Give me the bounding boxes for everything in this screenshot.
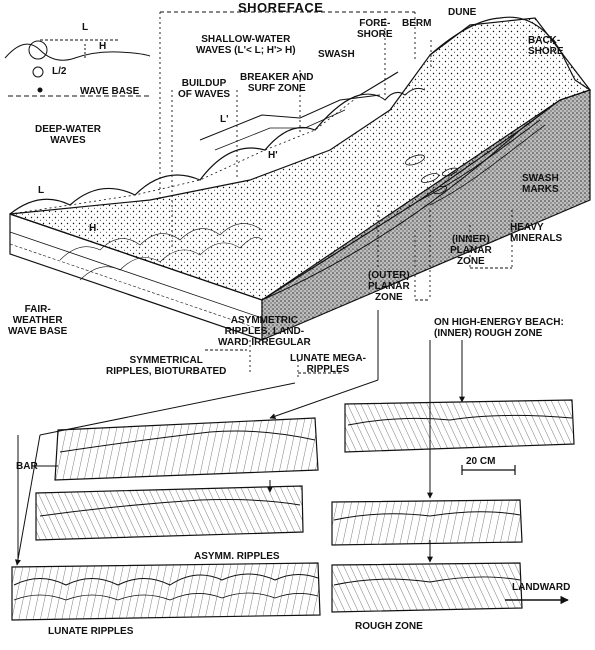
label-wave-base: WAVE BASE <box>80 86 140 97</box>
label-high-energy-beach: ON HIGH-ENERGY BEACH: (INNER) ROUGH ZONE <box>434 317 564 339</box>
label-asymm-ripples: ASYMM. RIPPLES <box>194 551 280 562</box>
label-buildup-of-waves: BUILDUP OF WAVES <box>178 78 231 100</box>
label-landward: LANDWARD <box>512 582 571 593</box>
label-lunate-ripples: LUNATE RIPPLES <box>48 626 134 637</box>
section-panel-rough-zone-3 <box>331 562 523 613</box>
label-heavy-minerals: HEAVY MINERALS <box>510 222 563 244</box>
label-lunate-megaripples: LUNATE MEGA- RIPPLES <box>290 353 366 375</box>
label-outer-planar-zone: (OUTER) PLANAR ZONE <box>368 270 410 303</box>
section-panel-outer-planar <box>54 417 319 481</box>
section-panel-lunate-ripples <box>11 562 321 621</box>
section-panel-outer-planar-2 <box>35 485 304 541</box>
label-symmetrical-ripples: SYMMETRICAL RIPPLES, BIOTURBATED <box>106 355 227 377</box>
label-inset-h: H <box>99 41 107 52</box>
label-foreshore: FORE- SHORE <box>357 18 393 40</box>
label-rough-zone: ROUGH ZONE <box>355 621 423 632</box>
label-berm: BERM <box>402 18 432 29</box>
section-panel-rough-zone-2 <box>331 499 523 546</box>
wave-geometry-inset <box>4 39 151 97</box>
label-dune: DUNE <box>448 7 477 18</box>
label-swash-marks: SWASH MARKS <box>522 173 559 195</box>
label-breaker-surf-zone: BREAKER AND SURF ZONE <box>240 72 314 94</box>
block-diagram <box>9 16 591 341</box>
leader-arrows <box>14 310 569 605</box>
label-shallow-water-waves: SHALLOW-WATER WAVES (L'< L; H'> H) <box>196 34 296 56</box>
section-panel-rough-zone-1 <box>344 399 575 453</box>
label-fair-weather-wave-base: FAIR- WEATHER WAVE BASE <box>8 304 68 337</box>
label-scale: 20 CM <box>466 456 496 467</box>
label-wave-l: L <box>38 185 45 196</box>
label-inset-l: L <box>82 22 89 33</box>
zone-brackets <box>159 11 513 380</box>
label-inner-planar-zone: (INNER) PLANAR ZONE <box>450 234 492 267</box>
label-wave-h-prime: H' <box>268 150 278 161</box>
label-deep-water-waves: DEEP-WATER WAVES <box>35 124 101 146</box>
label-bar: BAR <box>16 461 38 472</box>
scale-bar <box>461 465 516 475</box>
label-wave-h: H <box>89 223 97 234</box>
label-backshore: BACK- SHORE <box>528 35 564 57</box>
label-wave-l-prime: L' <box>220 114 229 125</box>
label-asymmetric-ripples: ASYMMETRIC RIPPLES, LAND- WARD IRREGULAR <box>218 315 311 348</box>
label-swash: SWASH <box>318 49 355 60</box>
label-shoreface: SHOREFACE <box>238 0 324 15</box>
label-inset-l2: L/2 <box>52 66 67 77</box>
